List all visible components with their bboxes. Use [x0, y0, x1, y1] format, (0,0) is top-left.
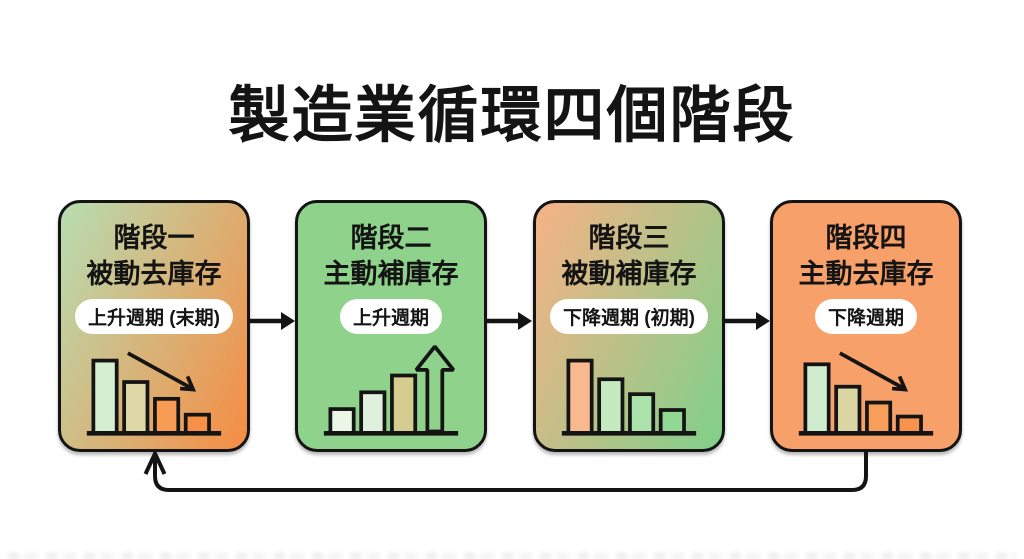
cycle-phase-pill: 下降週期 (初期)	[550, 299, 708, 334]
chart-bar	[183, 412, 211, 436]
chart-bar	[566, 358, 594, 436]
cycle-phase-pill: 下降週期	[814, 299, 917, 334]
stage-mini-chart	[321, 341, 461, 438]
chart-bar	[122, 380, 150, 436]
stage-card-2: 階段二 主動補庫存 上升週期	[295, 200, 487, 452]
stage-mini-chart	[796, 341, 936, 438]
stage-action-label: 主動補庫存	[323, 259, 459, 289]
stage-action-label: 被動去庫存	[86, 259, 222, 289]
stage-name: 階段一 被動去庫存	[87, 220, 222, 292]
cropped-bottom-text-artifact	[8, 553, 1016, 559]
flow-arrow-2-to-3-icon	[486, 312, 532, 330]
stage-number-label: 階段二	[350, 223, 432, 253]
stage-card-1: 階段一 被動去庫存 上升週期 (末期)	[58, 200, 250, 452]
page-title: 製造業循環四個階段	[228, 81, 796, 149]
bar-chart-down-icon	[798, 351, 934, 436]
stage-action-label: 被動補庫存	[561, 259, 697, 289]
chart-bar	[803, 362, 831, 436]
cycle-phase-pill: 上升週期	[339, 299, 442, 334]
stage-number-label: 階段一	[113, 223, 195, 253]
cycle-phase-pill: 上升週期 (末期)	[75, 299, 233, 334]
chart-bar	[359, 390, 387, 436]
chart-bar	[865, 400, 893, 436]
chart-bar	[628, 392, 656, 436]
stage-number-label: 階段四	[825, 223, 907, 253]
bar-chart-down-icon	[86, 351, 222, 436]
stage-name: 階段三 被動補庫存	[562, 220, 697, 292]
chart-bar	[390, 373, 418, 436]
chart-bar	[328, 407, 356, 436]
flow-arrow-1-to-2-icon	[249, 312, 295, 330]
stage-card-3: 階段三 被動補庫存 下降週期 (初期)	[533, 200, 725, 452]
stage-mini-chart	[559, 341, 699, 438]
stage-name: 階段四 主動去庫存	[799, 220, 934, 292]
stage-card-4: 階段四 主動去庫存 下降週期	[770, 200, 962, 452]
chart-bar	[834, 384, 862, 436]
chart-bar	[91, 358, 119, 436]
chart-bar	[895, 414, 923, 436]
bar-chart-up-icon	[323, 345, 459, 436]
bar-chart-down-icon	[561, 358, 697, 436]
flow-arrow-3-to-4-icon	[724, 312, 770, 330]
stage-number-label: 階段三	[588, 223, 670, 253]
stage-action-label: 主動去庫存	[798, 259, 934, 289]
chart-bar	[658, 408, 686, 436]
stage-mini-chart	[84, 341, 224, 438]
chart-bar	[153, 396, 181, 436]
stage-name: 階段二 主動補庫存	[324, 220, 459, 292]
chart-bar	[597, 377, 625, 436]
stage-cards-row: 階段一 被動去庫存 上升週期 (末期) 階段二 主動補庫存 上升週期 階段三 被…	[58, 200, 962, 452]
